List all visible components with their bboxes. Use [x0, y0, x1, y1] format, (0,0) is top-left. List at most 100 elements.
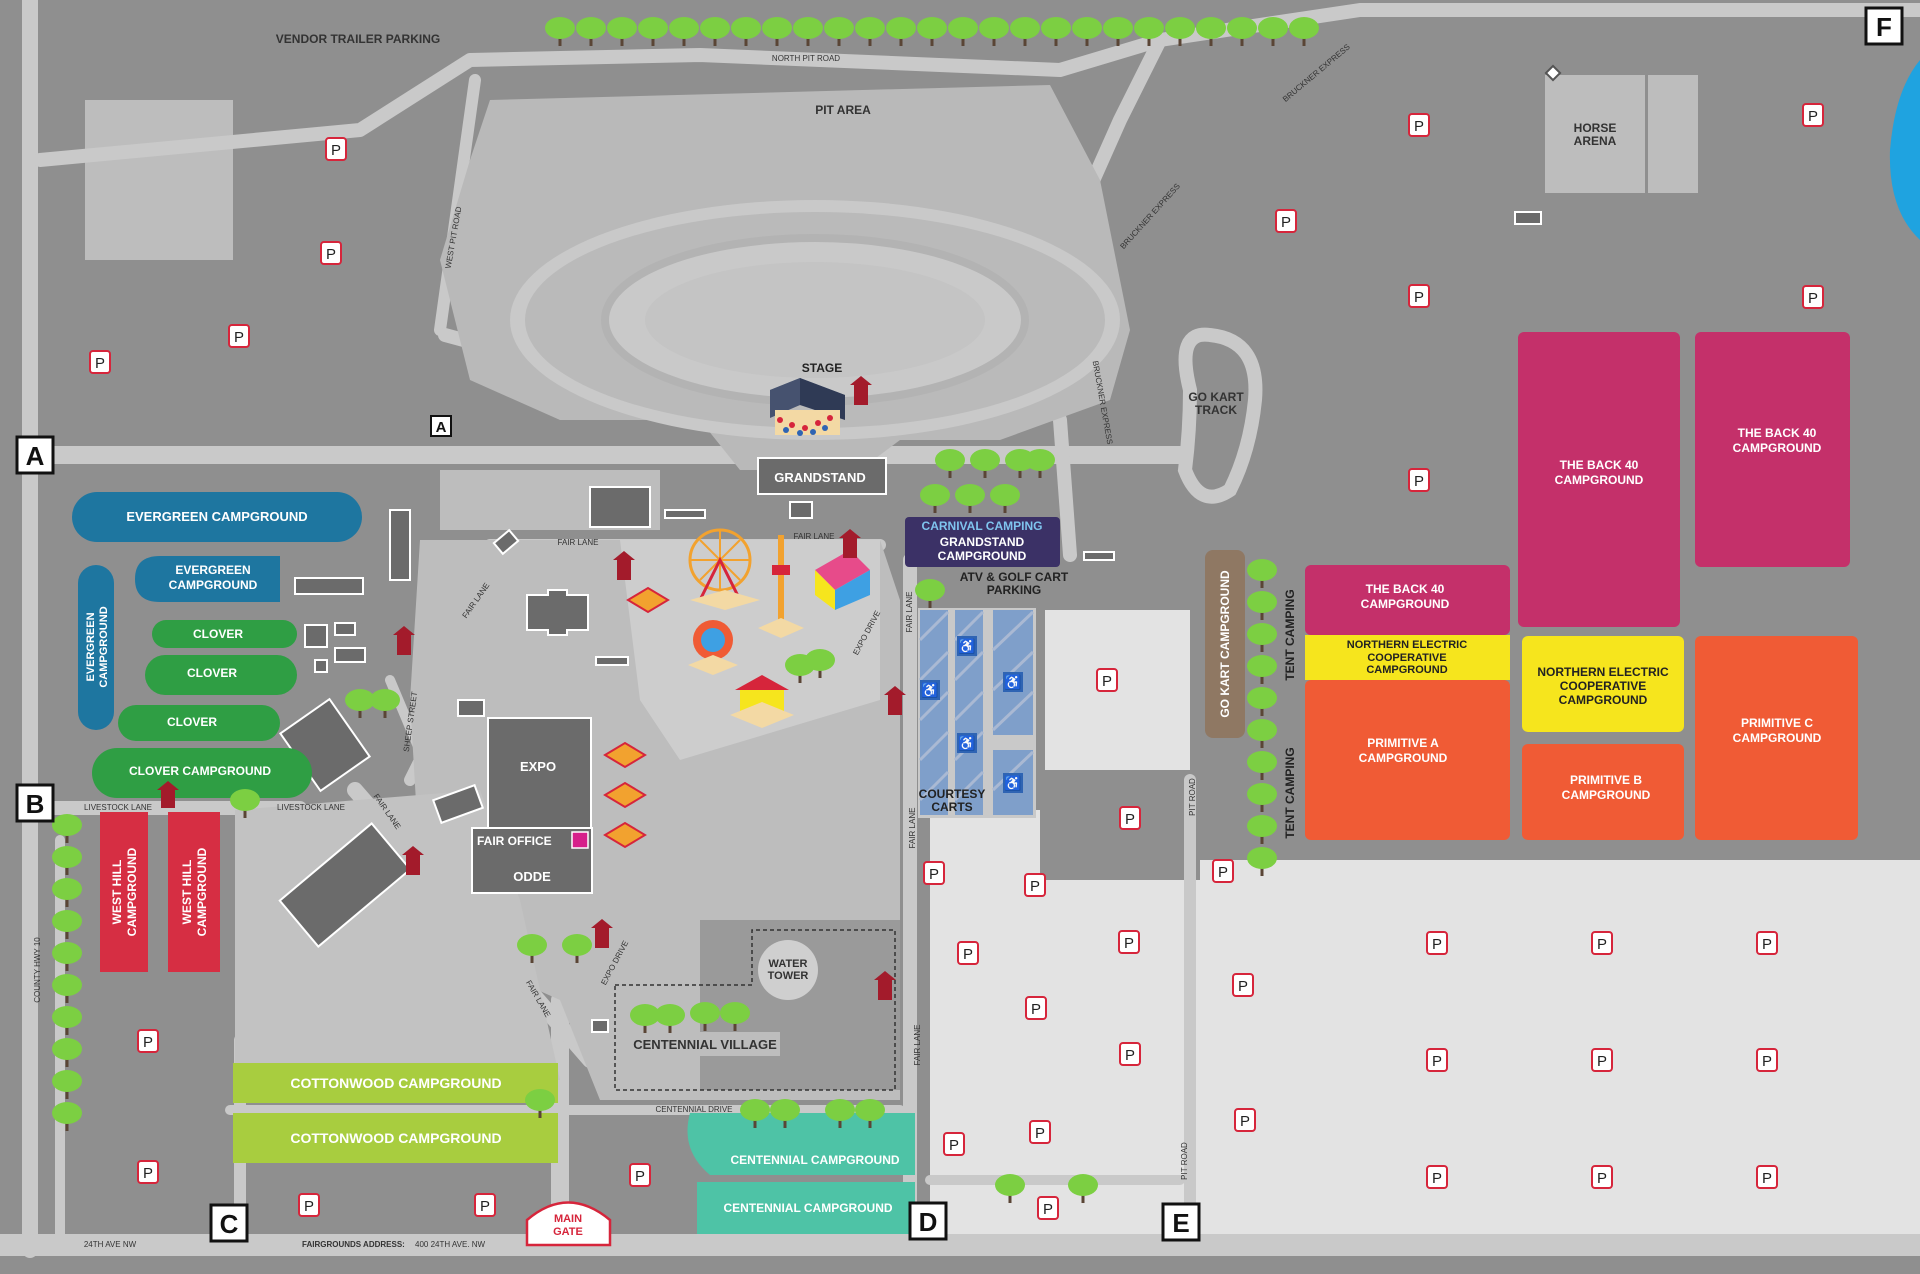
- back40-campground-1[interactable]: [1305, 565, 1510, 635]
- tree-icon: [1103, 17, 1133, 46]
- gate-b-letter: B: [26, 789, 45, 819]
- main-gate[interactable]: [525, 1201, 612, 1247]
- evergreen-campground-second[interactable]: [135, 556, 280, 602]
- svg-text:P: P: [326, 246, 336, 263]
- tree-icon: [995, 1174, 1025, 1203]
- parking-icon: P: [1591, 931, 1613, 955]
- tree-icon: [230, 789, 260, 818]
- parking-icon: P: [1096, 668, 1118, 692]
- svg-text:P: P: [1125, 811, 1135, 828]
- centennial-campground-1[interactable]: [687, 1113, 916, 1175]
- tree-icon: [886, 17, 916, 46]
- svg-text:♿: ♿: [958, 638, 975, 655]
- northern-electric-2-label-3: CAMPGROUND: [1559, 693, 1648, 707]
- evergreen-campground-main[interactable]: [72, 492, 362, 542]
- gate-a-marker[interactable]: [15, 435, 55, 475]
- primitive-a-campground[interactable]: [1305, 680, 1510, 840]
- west-hill-campground-2[interactable]: [168, 812, 220, 972]
- odde-label: ODDE: [513, 869, 551, 884]
- gate-c-letter: C: [220, 1209, 239, 1239]
- tree-icon: [700, 17, 730, 46]
- tree-icon: [1025, 449, 1055, 478]
- svg-text:P: P: [1808, 108, 1818, 125]
- tree-icon: [576, 17, 606, 46]
- courtesy-carts-label-2: CARTS: [931, 800, 972, 814]
- centennial-village-label: CENTENNIAL VILLAGE: [633, 1037, 777, 1052]
- back40-campground-3[interactable]: [1695, 332, 1850, 567]
- expo-label: EXPO: [520, 759, 556, 774]
- evergreen-vertical-label-2: CAMPGROUND: [98, 606, 110, 687]
- tree-icon: [1247, 687, 1277, 716]
- svg-text:P: P: [1762, 1053, 1772, 1070]
- gate-c-marker[interactable]: [209, 1203, 249, 1243]
- tree-icon: [1072, 17, 1102, 46]
- parking-icon: P: [957, 941, 979, 965]
- expo-building: [487, 717, 592, 829]
- primitive-c-label-2: CAMPGROUND: [1733, 731, 1822, 745]
- parking-icon: P: [474, 1193, 496, 1217]
- go-kart-track: [1177, 327, 1263, 504]
- parking-icon: P: [923, 861, 945, 885]
- tree-icon: [948, 17, 978, 46]
- parking-icon: P: [1756, 1165, 1778, 1189]
- west-hill-campground-1[interactable]: [100, 812, 148, 972]
- svg-text:P: P: [480, 1198, 490, 1215]
- tree-icon: [855, 1099, 885, 1128]
- atv-parking-label-1: ATV & GOLF CART: [960, 570, 1069, 584]
- tree-icon: [52, 942, 82, 971]
- northern-electric-campground-2[interactable]: [1522, 636, 1684, 732]
- clover-campground[interactable]: [92, 748, 312, 798]
- primitive-a-label-1: PRIMITIVE A: [1367, 736, 1439, 750]
- parking-icon: P: [629, 1163, 651, 1187]
- gate-a-small-marker[interactable]: [430, 415, 452, 437]
- parking-icon: P: [298, 1193, 320, 1217]
- svg-text:P: P: [143, 1165, 153, 1182]
- primitive-b-campground[interactable]: [1522, 744, 1684, 840]
- centennial-campground-2[interactable]: [697, 1182, 915, 1234]
- clover-2[interactable]: [145, 655, 297, 695]
- northern-electric-1-label-3: CAMPGROUND: [1366, 664, 1447, 676]
- gate-b-marker[interactable]: [15, 783, 55, 823]
- grandstand-campground-label-1: GRANDSTAND: [940, 535, 1025, 549]
- tree-icon: [1247, 623, 1277, 652]
- water-body: [1889, 60, 1920, 240]
- tent-camping-label-2: TENT CAMPING: [1283, 747, 1297, 838]
- clover-1-label: CLOVER: [193, 627, 243, 641]
- gate-e-marker[interactable]: [1161, 1202, 1201, 1242]
- centennial-1-label: CENTENNIAL CAMPGROUND: [730, 1153, 899, 1167]
- parking-icon: P: [1024, 873, 1046, 897]
- cottonwood-campground-2[interactable]: [233, 1113, 558, 1163]
- gate-f-marker[interactable]: [1864, 6, 1904, 46]
- svg-text:P: P: [1432, 936, 1442, 953]
- tree-icon: [1196, 17, 1226, 46]
- evergreen-campground-vertical[interactable]: [78, 565, 114, 730]
- fair-office-label: FAIR OFFICE: [477, 834, 552, 848]
- gate-d-marker[interactable]: [908, 1201, 948, 1241]
- stage-label: STAGE: [802, 361, 842, 375]
- back40-2-label-1: THE BACK 40: [1560, 458, 1639, 472]
- tree-icon: [1247, 655, 1277, 684]
- evergreen-vertical-label-1: EVERGREEN: [85, 612, 97, 681]
- clover-1[interactable]: [152, 620, 297, 648]
- go-kart-campground[interactable]: [1205, 550, 1245, 738]
- back40-1-label-1: THE BACK 40: [1366, 582, 1445, 596]
- tree-icon: [1258, 17, 1288, 46]
- tree-icon: [855, 17, 885, 46]
- svg-text:P: P: [1281, 214, 1291, 231]
- svg-text:P: P: [234, 329, 244, 346]
- west-hill-2-label-2: CAMPGROUND: [195, 847, 209, 936]
- northern-electric-campground-1[interactable]: [1305, 635, 1510, 680]
- tree-icon: [970, 449, 1000, 478]
- clover-3[interactable]: [118, 705, 280, 741]
- parking-icon: P: [943, 1132, 965, 1156]
- back40-campground-2[interactable]: [1518, 332, 1680, 627]
- parking-icon: P: [1275, 209, 1297, 233]
- carousel-icon: [730, 675, 794, 728]
- back40-3-label-1: THE BACK 40: [1738, 426, 1817, 440]
- trees: [52, 17, 1319, 1203]
- cottonwood-campground-1[interactable]: [233, 1063, 558, 1103]
- parking-icon: P: [1212, 859, 1234, 883]
- primitive-c-campground[interactable]: [1695, 636, 1858, 840]
- northern-electric-2-label-2: COOPERATIVE: [1560, 679, 1646, 693]
- carnival-camping[interactable]: [905, 517, 1060, 567]
